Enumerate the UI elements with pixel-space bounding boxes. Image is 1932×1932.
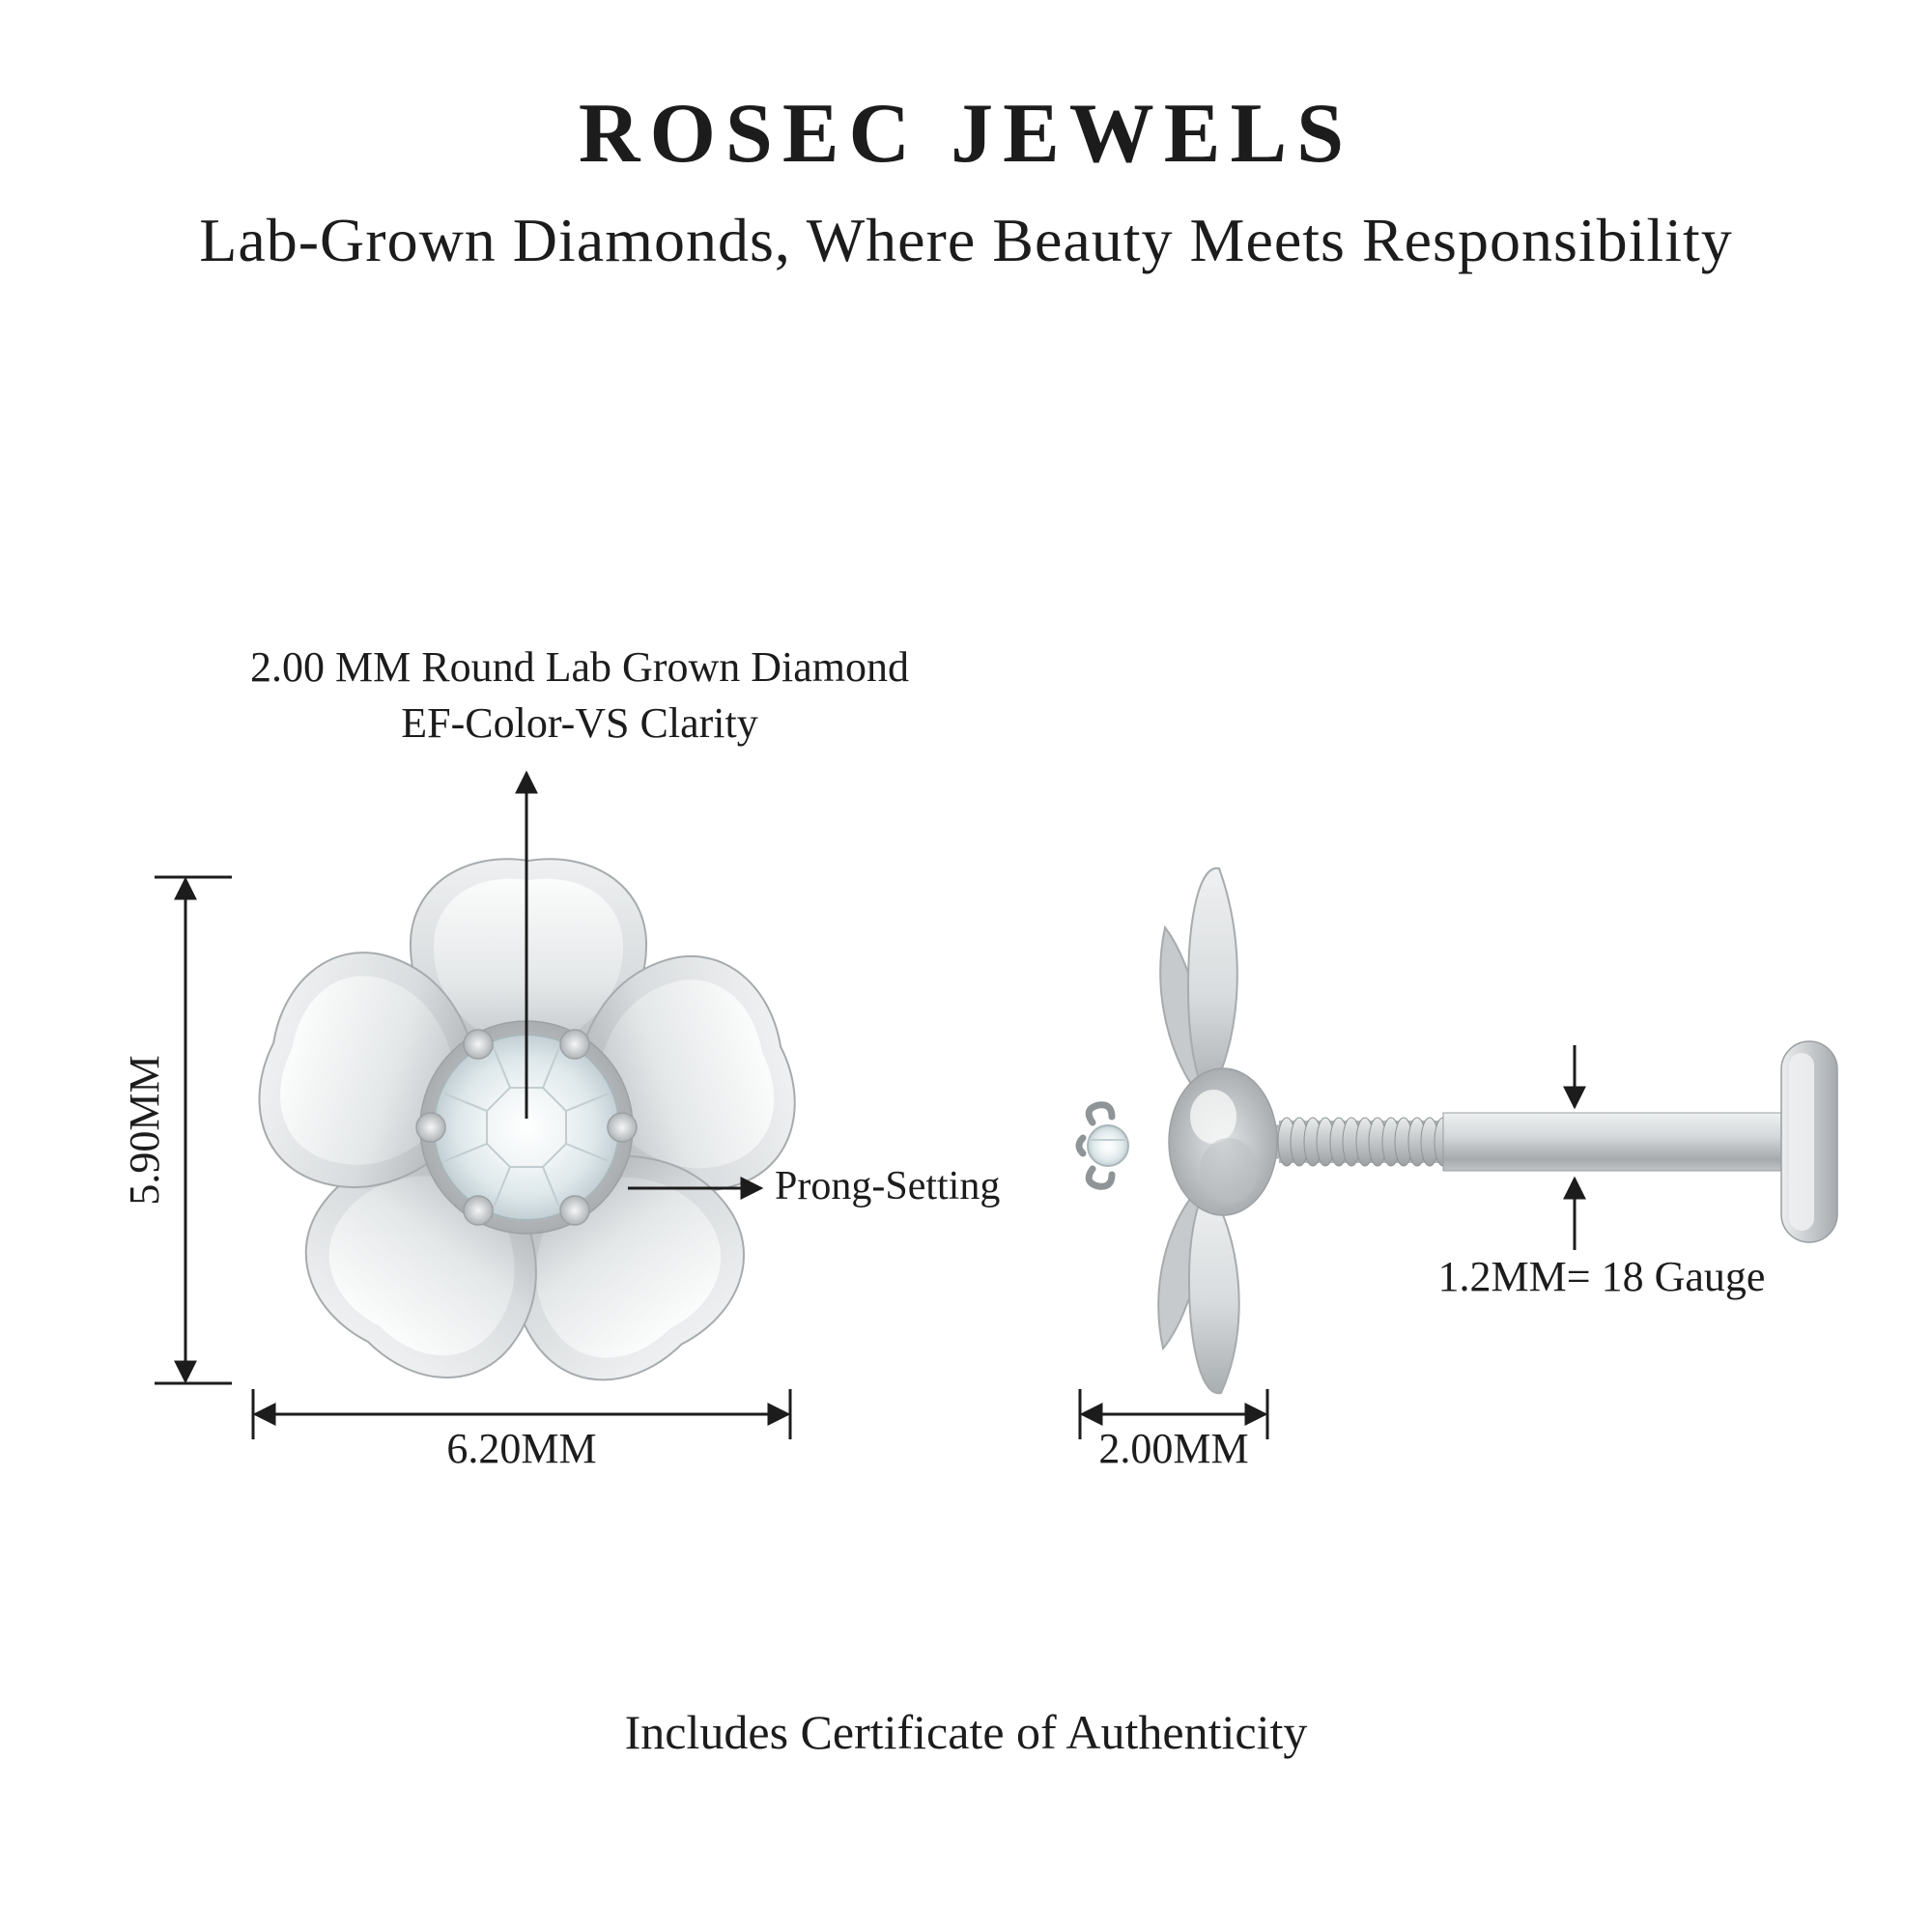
threaded-post [1277, 1112, 1788, 1172]
brand-title: ROSEC JEWELS [578, 87, 1354, 181]
gauge-annotation-label: 1.2MM= 18 Gauge [1437, 1253, 1766, 1300]
brand-tagline: Lab-Grown Diamonds, Where Beauty Meets R… [199, 206, 1733, 274]
certificate-note: Includes Certificate of Authenticity [624, 1705, 1308, 1759]
width-dimension-label: 6.20MM [446, 1425, 597, 1472]
side-diamond [1075, 1101, 1129, 1190]
prongs [415, 1029, 638, 1226]
height-dimension-label: 5.90MM [121, 1055, 168, 1206]
post-bar [1442, 1112, 1788, 1172]
prong-setting-label: Prong-Setting [775, 1164, 1001, 1208]
annotation-lines [155, 770, 1586, 1439]
flower-side-illustration [1075, 867, 1838, 1395]
stone-spec-line2: EF-Color-VS Clarity [401, 699, 758, 748]
stone-spec-annotation: 2.00 MM Round Lab Grown Diamond EF-Color… [174, 639, 985, 752]
stone-spec-line1: 2.00 MM Round Lab Grown Diamond [250, 643, 909, 691]
flat-back-disc [1780, 1040, 1838, 1243]
flower-front-illustration [258, 858, 796, 1381]
side-width-dimension-label: 2.00MM [1098, 1425, 1249, 1472]
